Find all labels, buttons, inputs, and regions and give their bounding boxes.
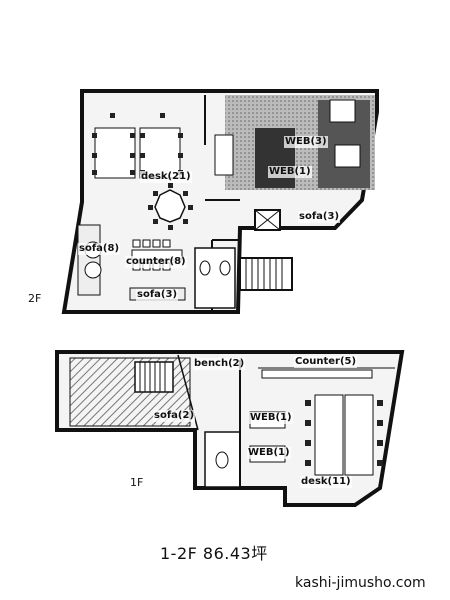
floor-label-2f: 2F bbox=[28, 292, 42, 305]
total-area: 1-2F 86.43坪 bbox=[160, 544, 268, 563]
label-1f-counter-5: Counter(5) bbox=[294, 356, 358, 368]
label-1f-web-a: WEB(1) bbox=[249, 412, 293, 424]
label-2f-counter-8: counter(8) bbox=[125, 256, 187, 268]
label-2f-desk: desk(21) bbox=[140, 171, 192, 183]
site-credit: kashi-jimusho.com bbox=[295, 575, 426, 591]
label-1f-sofa-2: sofa(2) bbox=[153, 410, 196, 422]
floor-2f-plan bbox=[61, 89, 379, 314]
label-1f-web-b: WEB(1) bbox=[247, 447, 291, 459]
floor-label-1f: 1F bbox=[130, 476, 144, 489]
label-2f-sofa-3-right: sofa(3) bbox=[298, 211, 341, 223]
label-2f-web-1: WEB(1) bbox=[268, 166, 312, 178]
label-2f-web-3: WEB(3) bbox=[284, 136, 328, 148]
label-1f-bench: bench(2) bbox=[193, 358, 246, 370]
label-2f-sofa-3-bottom: sofa(3) bbox=[136, 289, 179, 301]
label-1f-desk: desk(11) bbox=[300, 476, 352, 488]
label-2f-sofa-8: sofa(8) bbox=[78, 243, 121, 255]
